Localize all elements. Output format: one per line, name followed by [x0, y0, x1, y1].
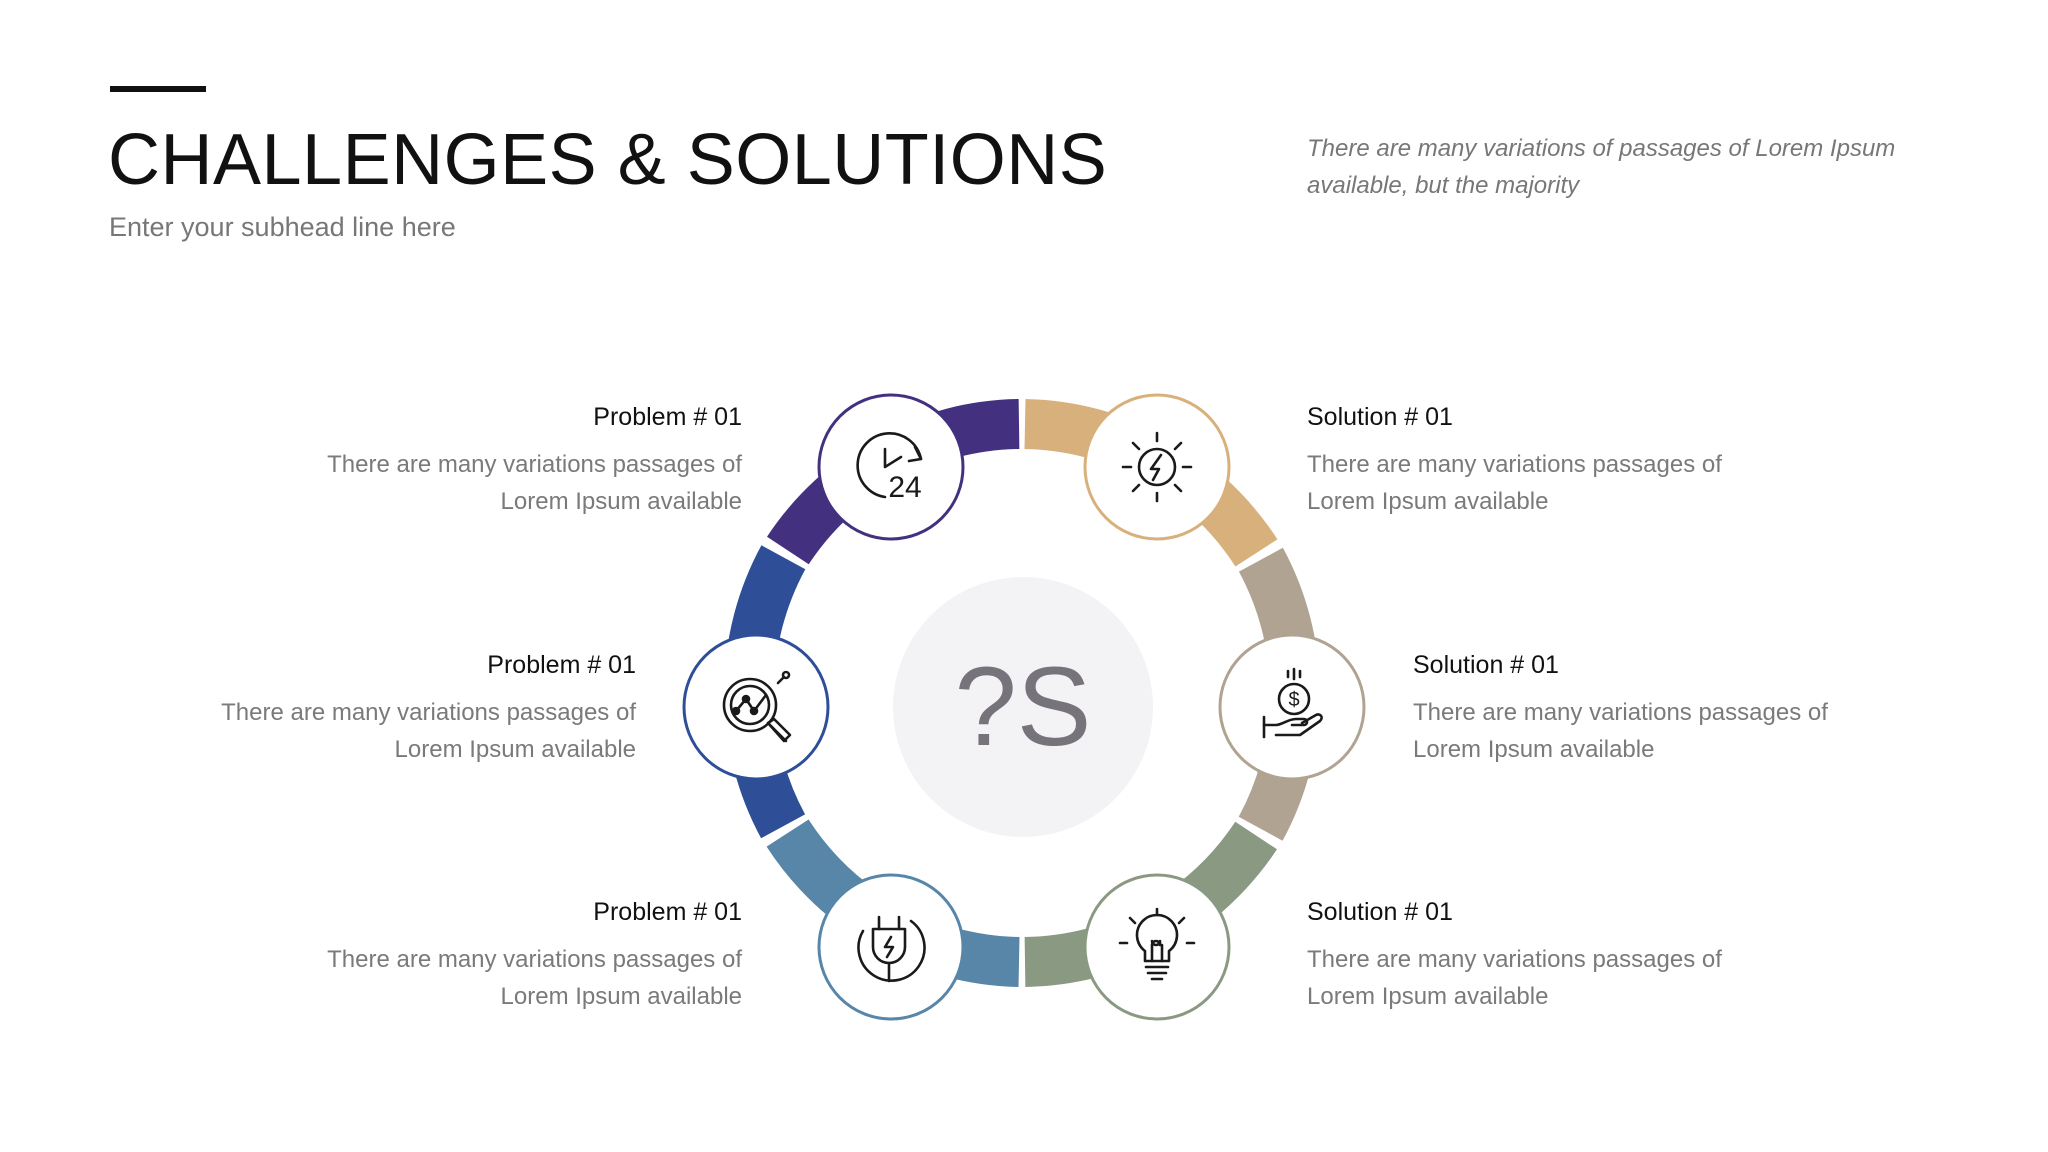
problem-description-line-2: Lorem Ipsum available — [394, 736, 636, 763]
problem-title: Problem # 01 — [487, 651, 636, 679]
solution-description-line-2: Lorem Ipsum available — [1413, 736, 1655, 763]
solution-description-line-1: There are many variations passages of — [1413, 699, 1828, 726]
power-plug-icon — [857, 915, 926, 983]
solution-description-line-2: Lorem Ipsum available — [1307, 488, 1549, 515]
solution-description-line-2: Lorem Ipsum available — [1307, 983, 1549, 1010]
solution-item-3: Solution # 01 There are many variations … — [1307, 897, 1777, 1015]
magnifier-chart-icon — [722, 670, 792, 743]
page-title: CHALLENGES & SOLUTIONS — [108, 120, 1108, 200]
title-accent-bar — [110, 86, 206, 92]
node-solution-1 — [1083, 393, 1231, 541]
svg-text:24: 24 — [888, 471, 921, 504]
sun-bolt-icon — [1121, 431, 1193, 503]
problem-title: Problem # 01 — [593, 403, 742, 431]
problem-description-line-1: There are many variations passages of — [327, 946, 742, 973]
clock-24-icon: 24 — [856, 432, 923, 504]
solution-description-line-1: There are many variations passages of — [1307, 451, 1722, 478]
center-text: ?S — [955, 644, 1092, 769]
center-circle — [893, 577, 1153, 837]
svg-text:$: $ — [1288, 689, 1299, 711]
hand-coin-icon: $ — [1262, 667, 1323, 739]
node-solution-3 — [1083, 873, 1231, 1021]
problem-description-line-2: Lorem Ipsum available — [500, 983, 742, 1010]
problem-description-line-1: There are many variations passages of — [221, 699, 636, 726]
node-solution-2 — [1218, 633, 1366, 781]
solution-title: Solution # 01 — [1413, 651, 1559, 679]
page-subhead: Enter your subhead line here — [109, 212, 456, 242]
problem-item-1: Problem # 01 There are many variations p… — [272, 402, 742, 520]
problem-description-line-2: Lorem Ipsum available — [500, 488, 742, 515]
solution-title: Solution # 01 — [1307, 898, 1453, 926]
lightbulb-icon — [1118, 907, 1196, 981]
solution-item-2: Solution # 01 There are many variations … — [1413, 650, 1883, 768]
solution-item-1: Solution # 01 There are many variations … — [1307, 402, 1777, 520]
solution-description-line-1: There are many variations passages of — [1307, 946, 1722, 973]
node-problem-1 — [817, 393, 965, 541]
problem-item-2: Problem # 01 There are many variations p… — [166, 650, 636, 768]
intro-text: There are many variations of passages of… — [1307, 135, 1896, 199]
solution-title: Solution # 01 — [1307, 403, 1453, 431]
problem-description-line-1: There are many variations passages of — [327, 451, 742, 478]
problem-item-3: Problem # 01 There are many variations p… — [272, 897, 742, 1015]
problem-title: Problem # 01 — [593, 898, 742, 926]
